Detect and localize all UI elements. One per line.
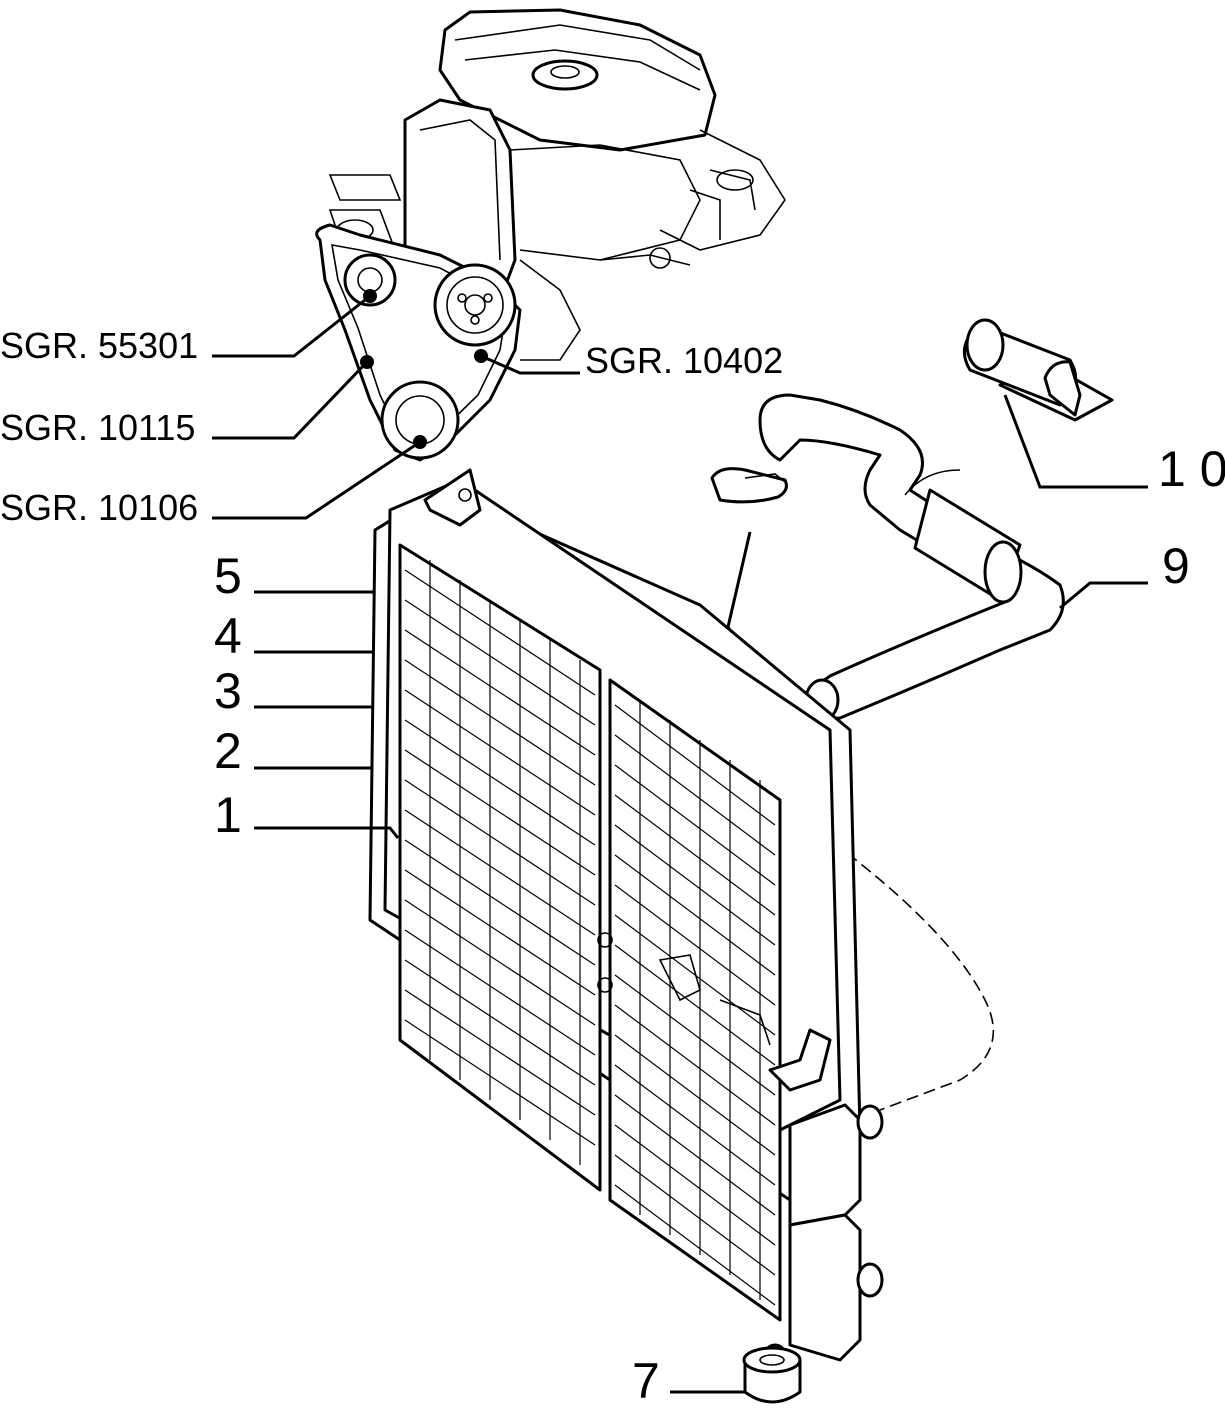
callout-9: 9 xyxy=(1162,538,1190,594)
part-7-grommet xyxy=(742,1346,802,1404)
engine-illustration xyxy=(315,8,786,462)
reference-leaders xyxy=(212,294,580,520)
ref-sgr-55301: SGR. 55301 xyxy=(0,325,198,366)
ref-sgr-10115: SGR. 10115 xyxy=(0,407,195,448)
callout-3: 3 xyxy=(214,663,242,719)
callout-4: 4 xyxy=(214,608,242,664)
callout-2: 2 xyxy=(214,723,242,779)
ref-sgr-10402: SGR. 10402 xyxy=(585,340,783,381)
part-9-hose xyxy=(758,393,1065,722)
part-1-radiator xyxy=(368,468,884,1367)
callout-7: 7 xyxy=(632,1353,660,1409)
callout-10: 1 0 xyxy=(1158,441,1225,497)
callout-1: 1 xyxy=(214,787,242,843)
callout-5: 5 xyxy=(214,548,242,604)
ref-sgr-10106: SGR. 10106 xyxy=(0,487,198,528)
part-10-sleeve xyxy=(962,318,1114,422)
